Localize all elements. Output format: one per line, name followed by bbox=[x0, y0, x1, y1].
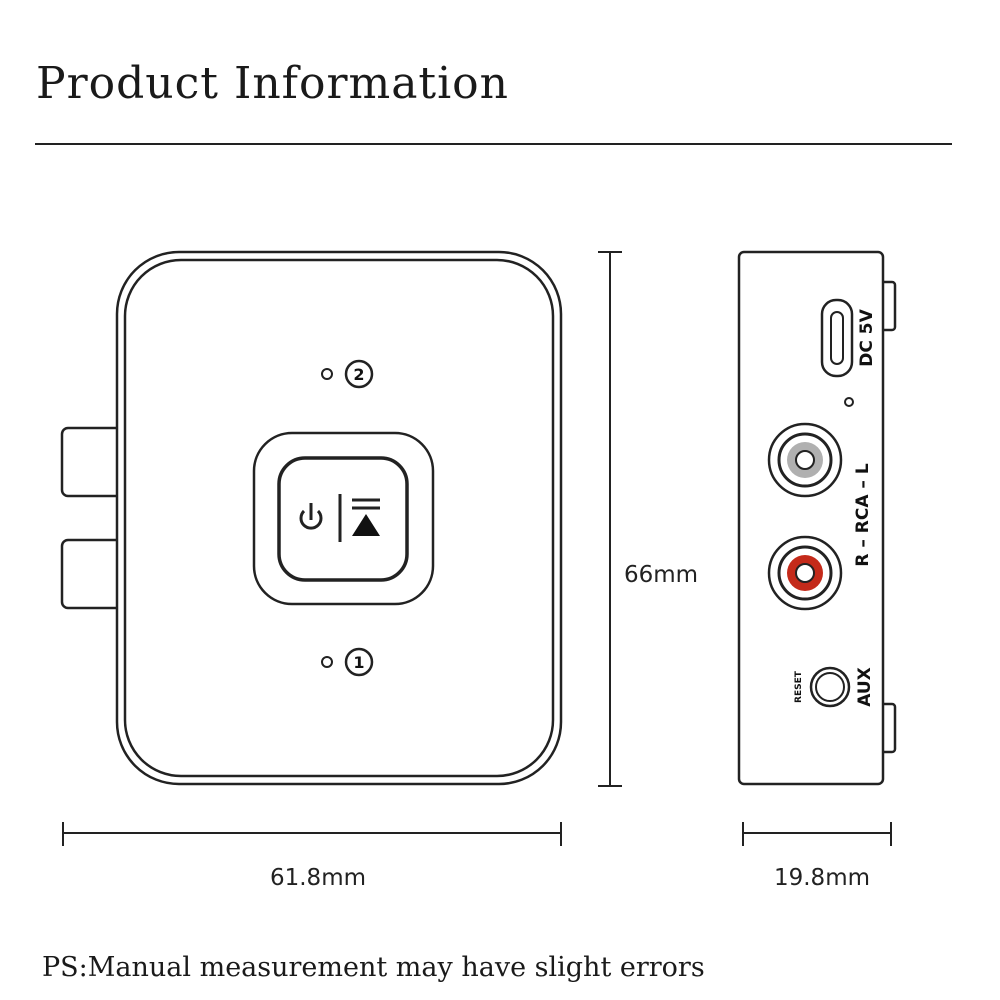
rca-label: R – RCA – L bbox=[853, 463, 873, 566]
measurement-disclaimer: PS:Manual measurement may have slight er… bbox=[42, 952, 705, 983]
depth-dimension-label: 19.8mm bbox=[774, 865, 870, 891]
indicator-2-icon bbox=[344, 359, 374, 389]
side-body bbox=[737, 250, 885, 786]
front-view bbox=[60, 250, 563, 786]
aux-jack bbox=[809, 666, 851, 708]
page-title: Product Information bbox=[36, 58, 510, 109]
width-dimension-line bbox=[62, 822, 562, 846]
rca-left-jack bbox=[767, 422, 843, 498]
status-led bbox=[844, 397, 854, 407]
led-dot-1 bbox=[321, 656, 333, 668]
dc-5v-label: DC 5V bbox=[857, 308, 877, 366]
title-divider bbox=[35, 143, 952, 145]
height-dimension-line bbox=[598, 251, 622, 787]
rca-right-jack bbox=[767, 535, 843, 611]
button-bezel bbox=[252, 431, 435, 606]
height-dimension-label: 66mm bbox=[624, 562, 698, 588]
led-dot-2 bbox=[321, 368, 333, 380]
indicator-2-label: 2 bbox=[353, 365, 364, 384]
usb-c-port bbox=[820, 298, 854, 378]
side-view bbox=[737, 250, 897, 786]
usb-c-port-inner bbox=[830, 311, 844, 365]
power-play-button[interactable] bbox=[277, 456, 409, 582]
front-knob-bottom bbox=[60, 538, 126, 610]
indicator-1-label: 1 bbox=[353, 653, 364, 672]
depth-dimension-line bbox=[742, 822, 892, 846]
aux-label: AUX bbox=[855, 667, 875, 707]
aux-jack-inner bbox=[815, 672, 845, 702]
front-body-inner bbox=[123, 258, 555, 778]
indicator-1-icon bbox=[344, 647, 374, 677]
reset-label: RESET bbox=[794, 670, 804, 703]
width-dimension-label: 61.8mm bbox=[270, 865, 366, 891]
play-pause-icon bbox=[352, 498, 380, 536]
power-icon bbox=[299, 503, 323, 530]
dimension-lines bbox=[62, 251, 892, 846]
front-knob-top bbox=[60, 426, 126, 498]
